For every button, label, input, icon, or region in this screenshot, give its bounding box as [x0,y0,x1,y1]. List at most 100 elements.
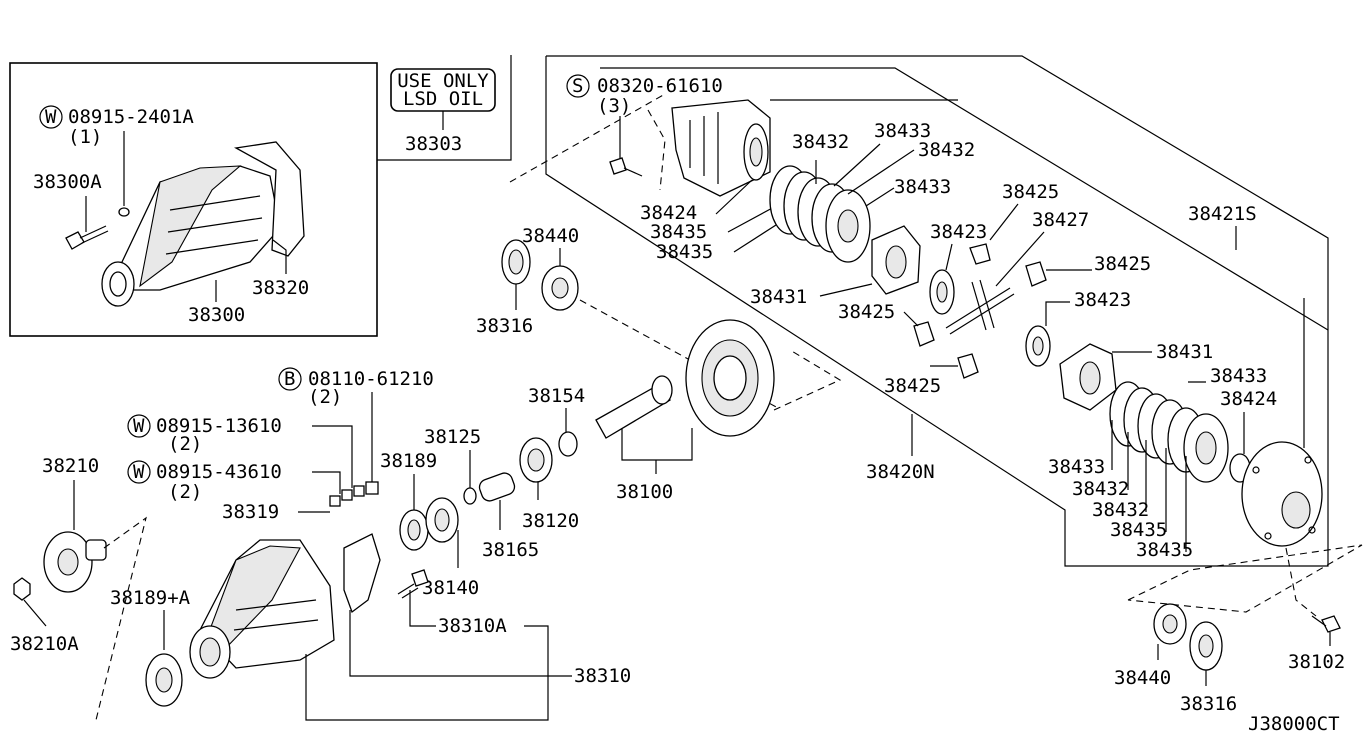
side-gear-left[interactable] [929,269,955,315]
label-38316-top[interactable]: 38316 [476,315,533,337]
label-38120[interactable]: 38120 [522,510,579,532]
label-38189A[interactable]: 38189+A [110,587,191,609]
clutch-plates-left[interactable] [769,165,871,263]
leader-38320 [272,239,287,274]
leader-38433-mid [865,187,895,207]
label-38100[interactable]: 38100 [616,481,673,503]
label-38310A[interactable]: 38310A [438,615,507,637]
washer-part[interactable] [118,207,130,217]
drain-plug-bolt[interactable] [65,225,109,250]
label-38424-top[interactable]: 38424 [640,202,697,224]
diff-kit-frame [545,55,1329,567]
bearing-38140[interactable] [425,497,459,543]
label-38210[interactable]: 38210 [42,455,99,477]
label-38435-b[interactable]: 38435 [656,241,713,263]
label-38423-top[interactable]: 38423 [930,221,987,243]
screw-symbol: S [572,75,583,97]
bearing-38120[interactable] [519,437,553,483]
label-screw-qty: (3) [597,95,631,117]
label-bolt-qty: (2) [308,386,342,408]
diagram-id: J38000CT [1248,713,1340,735]
label-38435-low[interactable]: 38435 [1110,519,1167,541]
carrier-housing-part[interactable] [189,539,335,679]
label-38300[interactable]: 38300 [188,304,245,326]
label-38165[interactable]: 38165 [482,539,539,561]
label-38423-right[interactable]: 38423 [1074,289,1131,311]
bearing-38316-top[interactable] [501,239,531,285]
screw-part[interactable] [609,157,643,177]
label-38210A[interactable]: 38210A [10,633,79,655]
oil-seal-38189[interactable] [399,509,429,551]
leader-38433-top [833,143,881,187]
pressure-ring-left[interactable] [871,225,921,295]
bolt-washer-stack[interactable] [329,481,379,507]
label-38433-mid[interactable]: 38433 [894,176,951,198]
drive-pinion-part[interactable] [595,375,673,439]
label-38425-top[interactable]: 38425 [1002,181,1059,203]
label-38427[interactable]: 38427 [1032,209,1089,231]
pinion-mate-gear-top[interactable] [969,243,991,265]
pinion-shaft-cross[interactable] [945,279,1015,335]
label-38432-low2[interactable]: 38432 [1092,499,1149,521]
washer-38125[interactable] [463,487,477,505]
label-38432-top[interactable]: 38432 [792,131,849,153]
pressure-ring-right[interactable] [1059,343,1117,411]
bearing-cap-part[interactable] [343,533,381,614]
nut-38210A[interactable] [13,577,31,601]
bolt-38102[interactable] [1311,615,1341,633]
label-38421S[interactable]: 38421S [1188,203,1257,225]
leader-38435-a [727,205,777,233]
leader-38424-top [715,179,753,215]
label-38154[interactable]: 38154 [528,385,585,407]
label-38435-low2[interactable]: 38435 [1136,539,1193,561]
label-38189[interactable]: 38189 [380,450,437,472]
label-38431-left[interactable]: 38431 [750,286,807,308]
cap-bolt-38310A[interactable] [397,569,429,599]
side-gear-right[interactable] [1025,325,1051,367]
pinion-mate-gear-mid[interactable] [913,321,935,347]
bearing-38440-top[interactable] [541,265,579,311]
label-38432-top2[interactable]: 38432 [918,139,975,161]
label-38425-right[interactable]: 38425 [1094,253,1151,275]
lsd-oil-note: USE ONLY LSD OIL 38303 [390,68,496,155]
label-38424-right[interactable]: 38424 [1220,388,1277,410]
spacer-38154[interactable] [558,431,578,457]
label-38303[interactable]: 38303 [405,133,462,155]
leader-38310 [349,610,572,677]
diff-case-cover[interactable] [1241,441,1323,547]
cover-gasket-part[interactable] [234,141,305,257]
oil-seal-38189A[interactable] [145,653,183,707]
label-38425-mid[interactable]: 38425 [838,301,895,323]
washer-symbol: W [45,106,57,128]
label-38320[interactable]: 38320 [252,277,309,299]
bearing-38316-bottom[interactable] [1189,621,1223,671]
bearing-38440-bottom[interactable] [1153,603,1187,645]
label-38433-low[interactable]: 38433 [1048,456,1105,478]
pinion-mate-gear-right[interactable] [1025,261,1047,287]
label-38420N[interactable]: 38420N [866,461,935,483]
label-38300A[interactable]: 38300A [33,171,102,193]
collapsible-spacer-38165[interactable] [477,471,516,503]
label-bolt-code: 08110-61210 [308,368,434,390]
label-38425-bot[interactable]: 38425 [884,375,941,397]
label-38310[interactable]: 38310 [574,665,631,687]
label-washer-qty: (1) [68,126,102,148]
label-38316-bot[interactable]: 38316 [1180,693,1237,715]
clutch-plates-right[interactable] [1109,381,1229,483]
label-38319[interactable]: 38319 [222,501,279,523]
label-38140[interactable]: 38140 [422,577,479,599]
label-38431-right[interactable]: 38431 [1156,341,1213,363]
label-38433-top[interactable]: 38433 [874,120,931,142]
label-38433-right[interactable]: 38433 [1210,365,1267,387]
label-38440-bot[interactable]: 38440 [1114,667,1171,689]
companion-flange-38210[interactable] [43,531,107,593]
label-38102[interactable]: 38102 [1288,651,1345,673]
label-38440-top[interactable]: 38440 [522,225,579,247]
label-screw-code: 08320-61610 [597,75,723,97]
pinion-mate-gear-bottom[interactable] [957,353,979,379]
diff-case-part[interactable] [671,99,771,197]
label-38435-a[interactable]: 38435 [650,221,707,243]
ring-gear-part[interactable] [685,319,775,437]
label-38432-low[interactable]: 38432 [1072,478,1129,500]
label-38125[interactable]: 38125 [424,426,481,448]
